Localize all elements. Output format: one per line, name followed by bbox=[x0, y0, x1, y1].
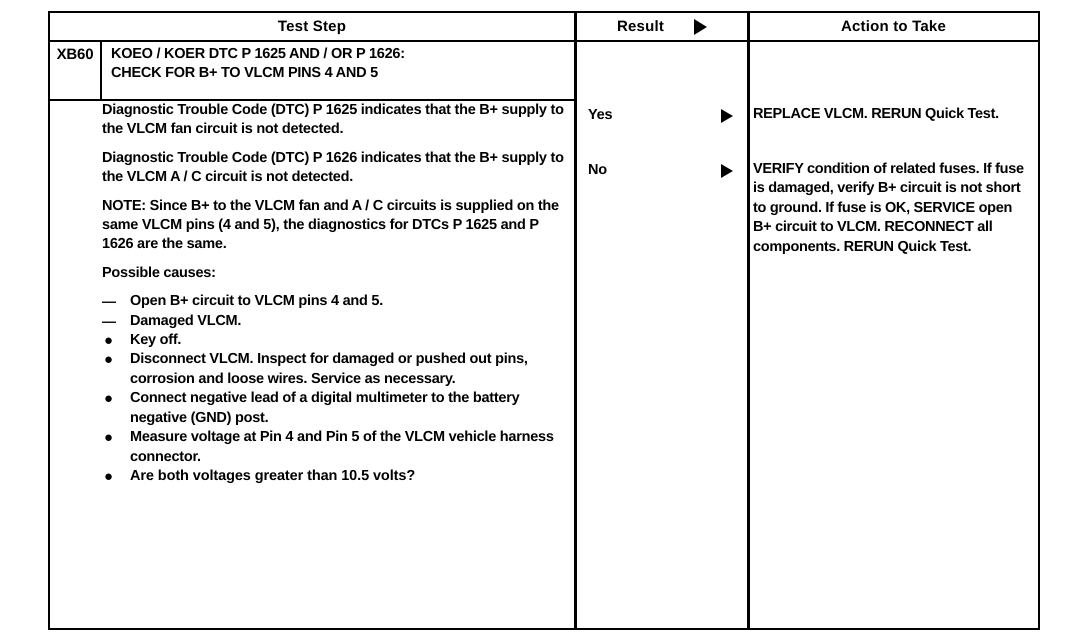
step-title: KOEO / KOER DTC P 1625 AND / OR P 1626: … bbox=[102, 40, 574, 99]
cause-item: ● Are both voltages greater than 10.5 vol… bbox=[102, 467, 564, 486]
diagnostic-test-step-table: Test Step Result Action to Take XB60 KOE… bbox=[48, 11, 1040, 630]
step-title-line-2: CHECK FOR B+ TO VLCM PINS 4 AND 5 bbox=[111, 65, 378, 81]
triangle-right-icon bbox=[694, 18, 708, 35]
action-for-no: VERIFY condition of related fuses. If fu… bbox=[753, 161, 1024, 255]
cause-item: ● Disconnect VLCM. Inspect for damaged or… bbox=[102, 350, 564, 389]
em-dash-marker: — bbox=[102, 293, 116, 310]
paragraph-note: NOTE: Since B+ to the VLCM fan and A / C… bbox=[102, 197, 559, 253]
paragraph-possible-causes-label: Possible causes: bbox=[102, 264, 216, 281]
table-header-row: Test Step Result Action to Take bbox=[50, 13, 1038, 42]
cause-item: ● Connect negative lead of a digital mult… bbox=[102, 389, 564, 428]
column-divider-result-action bbox=[747, 13, 750, 628]
cause-item-text: Key off. bbox=[130, 332, 182, 349]
cause-item-text: Damaged VLCM. bbox=[130, 312, 242, 329]
column-divider-test-step-result bbox=[574, 13, 577, 628]
bullet-marker: ● bbox=[104, 429, 113, 447]
cause-item: — Damaged VLCM. bbox=[102, 312, 564, 331]
cause-item: ● Key off. bbox=[102, 331, 564, 350]
paragraph-dtc-p1626: Diagnostic Trouble Code (DTC) P 1626 ind… bbox=[102, 149, 564, 186]
result-yes-label: Yes bbox=[588, 107, 613, 123]
step-id-badge: XB60 bbox=[50, 40, 102, 99]
cause-item-text: Open B+ circuit to VLCM pins 4 and 5. bbox=[130, 293, 383, 310]
action-for-yes: REPLACE VLCM. RERUN Quick Test. bbox=[753, 106, 999, 122]
step-title-line-1: KOEO / KOER DTC P 1625 AND / OR P 1626: bbox=[111, 46, 405, 62]
cause-item-text: Disconnect VLCM. Inspect for damaged or … bbox=[130, 351, 528, 387]
cause-item-text: Measure voltage at Pin 4 and Pin 5 of th… bbox=[130, 429, 554, 465]
triangle-right-icon bbox=[721, 164, 733, 182]
column-header-test-step: Test Step bbox=[277, 18, 347, 35]
column-header-action-to-take: Action to Take bbox=[840, 18, 947, 35]
triangle-right-icon bbox=[721, 109, 733, 127]
column-header-result: Result bbox=[577, 13, 747, 40]
bullet-marker: ● bbox=[104, 390, 113, 408]
bullet-marker: ● bbox=[104, 351, 113, 369]
possible-causes-list: — Open B+ circuit to VLCM pins 4 and 5. — D… bbox=[102, 292, 564, 486]
cause-item-text: Connect negative lead of a digital multi… bbox=[130, 390, 520, 426]
result-no-label: No bbox=[588, 162, 607, 178]
em-dash-marker: — bbox=[102, 312, 116, 329]
bullet-marker: ● bbox=[104, 467, 113, 485]
result-yes: Yes bbox=[577, 107, 747, 127]
step-identifier-row: XB60 KOEO / KOER DTC P 1625 AND / OR P 1… bbox=[50, 40, 574, 101]
bullet-marker: ● bbox=[104, 332, 113, 350]
result-no: No bbox=[577, 162, 747, 182]
cause-item: — Open B+ circuit to VLCM pins 4 and 5. bbox=[102, 292, 564, 311]
test-step-body: Diagnostic Trouble Code (DTC) P 1625 ind… bbox=[102, 101, 570, 486]
cause-item: ● Measure voltage at Pin 4 and Pin 5 of t… bbox=[102, 428, 564, 467]
paragraph-dtc-p1625: Diagnostic Trouble Code (DTC) P 1625 ind… bbox=[102, 102, 564, 138]
cause-item-text: Are both voltages greater than 10.5 volt… bbox=[130, 467, 416, 484]
column-header-result-label: Result bbox=[616, 18, 665, 35]
